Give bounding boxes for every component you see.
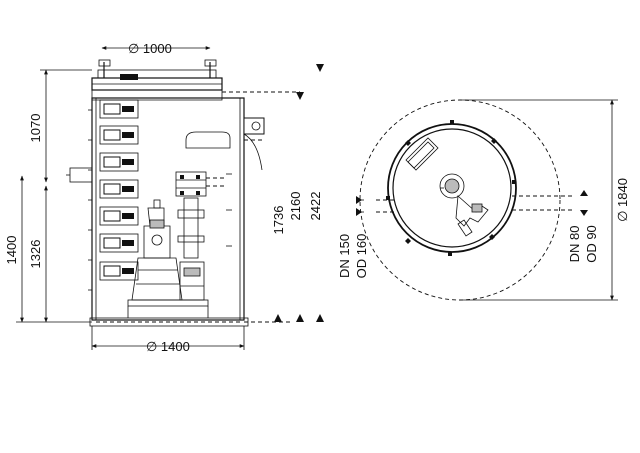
side-elevation-view [66,59,300,327]
inlet-dn-label: DN 150 [337,234,352,278]
dimension-lines [16,46,324,350]
height-1070-label: 1070 [28,114,43,143]
bottom-diameter-label: ∅ 1400 [146,339,190,354]
outlet-od-label: OD 90 [584,225,599,263]
plan-diameter-label: ∅ 1840 [615,178,630,222]
rim-notches [386,120,516,256]
inlet-pipe-plan [356,196,394,216]
top-diameter-label: ∅ 1000 [128,41,172,56]
inlet-pipe-side [66,167,93,183]
plan-view [356,99,618,301]
shaft-cover [91,59,223,91]
height-2160-label: 2160 [288,192,303,221]
height-1400-label: 1400 [4,236,19,265]
shaft-body [89,97,249,327]
outlet-elbow [185,117,265,171]
height-1736-label: 1736 [271,206,286,235]
outlet-dn-label: DN 80 [567,226,582,263]
outlet-pipe-plan [512,190,588,216]
pump-top-view [439,173,489,237]
ladder-rungs [88,99,139,291]
inlet-od-label: OD 160 [354,234,369,279]
height-2422-label: 2422 [308,192,323,221]
access-hatch-plan [405,137,439,171]
height-1326-label: 1326 [28,240,43,269]
pump-assembly [127,171,226,318]
